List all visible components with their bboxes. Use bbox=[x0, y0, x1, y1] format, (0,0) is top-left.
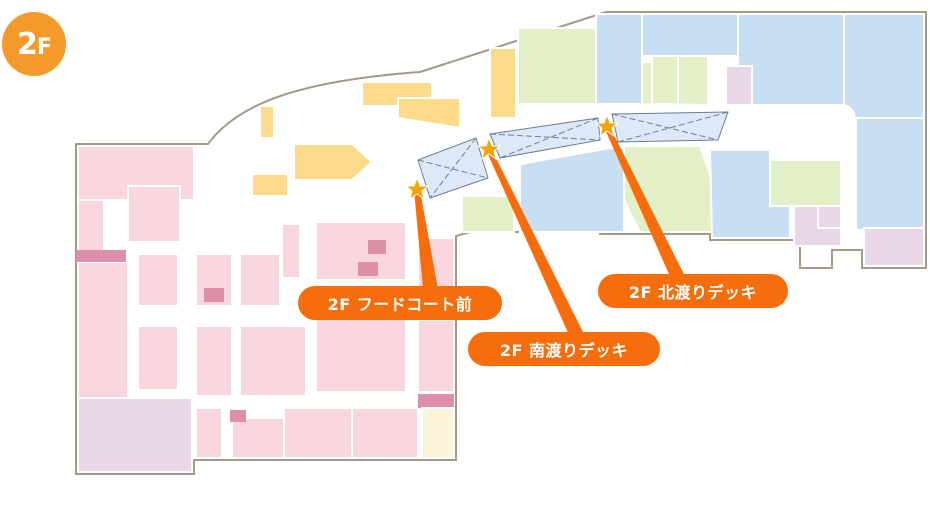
west-shop-area bbox=[77, 145, 455, 459]
food-court-area bbox=[251, 47, 517, 197]
east-lavender-shops bbox=[725, 65, 925, 267]
star-icon bbox=[594, 113, 620, 138]
east-blue-shops bbox=[519, 13, 925, 239]
south-deck-callout[interactable]: 2F 南渡りデッキ bbox=[468, 332, 660, 366]
west-cream-shop bbox=[421, 407, 455, 459]
floor-suffix: F bbox=[36, 34, 52, 60]
food-court-callout[interactable]: 2F フードコート前 bbox=[298, 286, 502, 320]
callout-pointers bbox=[414, 127, 692, 346]
west-lavender-shop bbox=[77, 397, 193, 473]
north-deck-callout[interactable]: 2F 北渡りデッキ bbox=[598, 274, 788, 308]
deck-cross-lines bbox=[417, 111, 729, 199]
star-icon bbox=[476, 136, 502, 161]
star-icon bbox=[404, 176, 430, 201]
west-accent-shops bbox=[76, 240, 454, 422]
floor-number: 2 bbox=[17, 26, 38, 62]
